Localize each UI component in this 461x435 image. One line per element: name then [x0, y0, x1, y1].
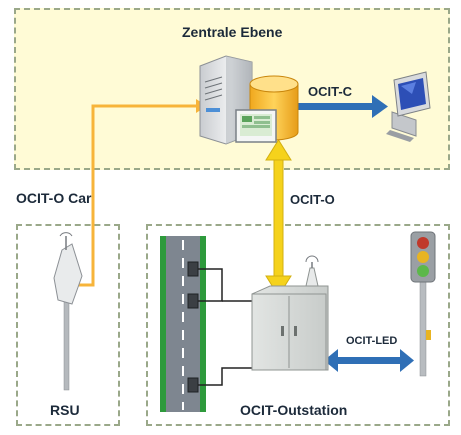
traffic-light-icon [410, 231, 436, 377]
central-zone-title: Zentrale Ebene [182, 24, 283, 40]
monitor-icon [235, 109, 277, 143]
ocit-o-link [265, 139, 292, 297]
workstation-icon [386, 71, 431, 142]
loop-detector-icon [187, 261, 252, 393]
ocit-led-label: OCIT-LED [346, 335, 398, 347]
ocit-c-label: OCIT-C [308, 84, 353, 99]
ocit-o-label: OCIT-O [290, 192, 335, 207]
cabinet-icon [251, 255, 329, 371]
antenna-icon [53, 232, 83, 391]
ocit-o-car-label: OCIT-O Car [16, 190, 92, 206]
rsu-zone-title: RSU [50, 402, 80, 418]
ocit-led-link [324, 349, 414, 372]
outstation-zone-title: OCIT-Outstation [240, 402, 348, 418]
